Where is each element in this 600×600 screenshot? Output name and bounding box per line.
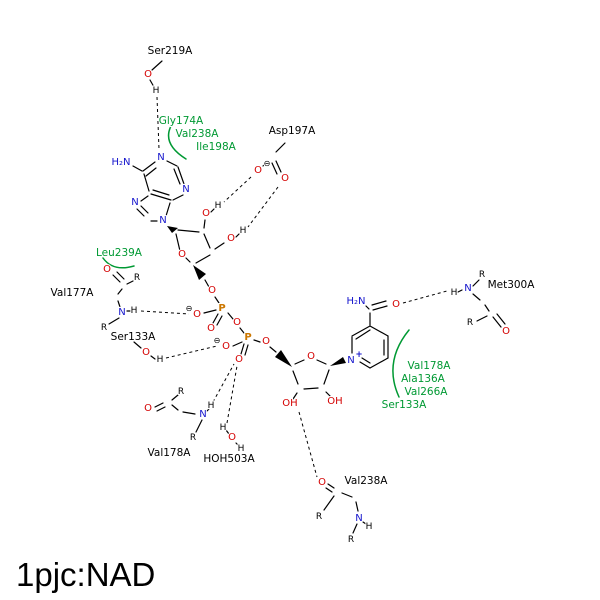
atom-h-ser133: H <box>157 355 164 365</box>
atom-o3prime-rib1: O <box>227 233 235 244</box>
atom-n-val238: N <box>355 513 362 524</box>
hbond-amide-met300 <box>402 290 448 304</box>
atom-n-val177: N <box>118 307 125 318</box>
hbond-asp197-o3prime <box>247 186 279 228</box>
atom-h-water2: H <box>238 444 245 454</box>
res-val178a-right: Val178A <box>408 360 452 372</box>
atom-o-amide: O <box>392 299 400 310</box>
atom-n1-adenine: N <box>157 152 164 163</box>
atom-o-val177: O <box>103 264 111 275</box>
res-val178a-bottom: Val178A <box>148 447 192 459</box>
atom-h2n-amide: H₂N <box>346 296 365 307</box>
atom-n-val178: N <box>199 409 206 420</box>
atom-o2prime-rib1: O <box>202 208 210 219</box>
atom-o-p2-left: O <box>222 341 230 352</box>
r-met300-2: R <box>467 318 473 328</box>
atom-o-bridge-pp: O <box>233 317 241 328</box>
r-val238-2: R <box>348 535 354 545</box>
atom-n-met300: N <box>464 283 471 294</box>
atom-o-p1-down: O <box>207 323 215 334</box>
atom-o5prime-rib1: O <box>208 285 216 296</box>
hbond-val178-phosphate <box>212 363 235 403</box>
res-val238a-bottom: Val238A <box>345 475 389 487</box>
atom-o-val178: O <box>144 403 152 414</box>
hbond-ser133-phosphate <box>165 345 218 359</box>
atom-n7-adenine: N <box>131 197 138 208</box>
atom-o4prime-rib2: O <box>307 351 315 362</box>
res-ile198a: Ile198A <box>196 141 237 153</box>
atom-h2n-adenine: H₂N <box>111 157 130 168</box>
res-met300a: Met300A <box>488 279 536 291</box>
res-ser133a-left: Ser133A <box>111 331 156 343</box>
atom-oh2prime-rib2: OH <box>327 396 342 407</box>
atom-o4prime-rib1: O <box>178 249 186 260</box>
res-val238a-top: Val238A <box>176 128 220 140</box>
r-val178-2: R <box>190 433 196 443</box>
atom-o-met300: O <box>502 326 510 337</box>
res-ala136a: Ala136A <box>401 373 446 385</box>
atom-h-o3prime: H <box>240 226 247 236</box>
arc-val178-ala136-val266-ser133 <box>392 329 410 398</box>
atom-n9-adenine: N <box>159 215 166 226</box>
atom-h-val238: H <box>366 522 373 532</box>
atom-o-ser219: O <box>144 69 152 80</box>
res-leu239a: Leu239A <box>96 247 143 259</box>
atom-o-p1-left: O <box>193 309 201 320</box>
hbonds-layer <box>140 96 448 478</box>
charge-nicotinamide-plus: + <box>355 350 362 360</box>
hbond-o3prime2-val238 <box>298 411 318 478</box>
hbond-val177-phosphate <box>140 310 190 315</box>
arc-leu239 <box>102 257 135 269</box>
atom-o-asp2: O <box>281 173 289 184</box>
charge-p2-minus: ⊖ <box>214 336 221 345</box>
atom-h-met300: H <box>451 288 458 298</box>
atom-n3-adenine: N <box>182 184 189 195</box>
nad-skeleton-bonds <box>108 60 506 534</box>
charge-asp-minus: ⊖ <box>264 159 271 168</box>
r-met300-1: R <box>479 270 485 280</box>
hbond-water-phosphate <box>226 365 238 424</box>
atom-o-val238: O <box>318 477 326 488</box>
res-val266a: Val266A <box>405 386 449 398</box>
hbond-ser219-adenine-n1 <box>156 96 160 150</box>
res-val177a: Val177A <box>51 287 95 299</box>
atom-h-val178: H <box>208 401 215 411</box>
atom-o-ser133: O <box>142 347 150 358</box>
atom-o-bridge-rib2: O <box>262 336 270 347</box>
atom-h-val177: H <box>131 306 138 316</box>
charge-p1-minus: ⊖ <box>186 304 193 313</box>
atom-n-nicotinamide: N <box>347 355 354 366</box>
arc-gly174-val238-ile198 <box>167 125 187 160</box>
hbond-asp197-o2prime <box>223 176 252 203</box>
res-asp197a: Asp197A <box>269 125 316 137</box>
atom-p2: P <box>244 332 251 343</box>
res-gly174a: Gly174A <box>159 115 204 127</box>
labels-layer: Ser219AGly174AVal238AIle198AAsp197ALeu23… <box>49 44 536 546</box>
res-ser219a: Ser219A <box>148 45 193 57</box>
hydrophobic-arcs-layer <box>102 125 410 398</box>
r-val178-1: R <box>178 387 184 397</box>
atom-oh3prime-rib2: OH <box>282 398 297 409</box>
r-val177-2: R <box>101 323 107 333</box>
atom-h-ser219: H <box>153 86 160 96</box>
r-val177-1: R <box>134 273 140 283</box>
atom-o-water: O <box>228 432 236 443</box>
res-hoh503a: HOH503A <box>203 453 255 465</box>
structure-title: 1pjc:NAD <box>16 556 156 593</box>
r-val238-1: R <box>316 512 322 522</box>
atom-o-asp1: O <box>254 165 262 176</box>
res-ser133a-right: Ser133A <box>382 399 427 411</box>
atom-h-water1: H <box>220 423 227 433</box>
atom-p1: P <box>218 303 225 314</box>
atom-h-o2prime: H <box>215 201 222 211</box>
atom-o-p2-down: O <box>235 354 243 365</box>
